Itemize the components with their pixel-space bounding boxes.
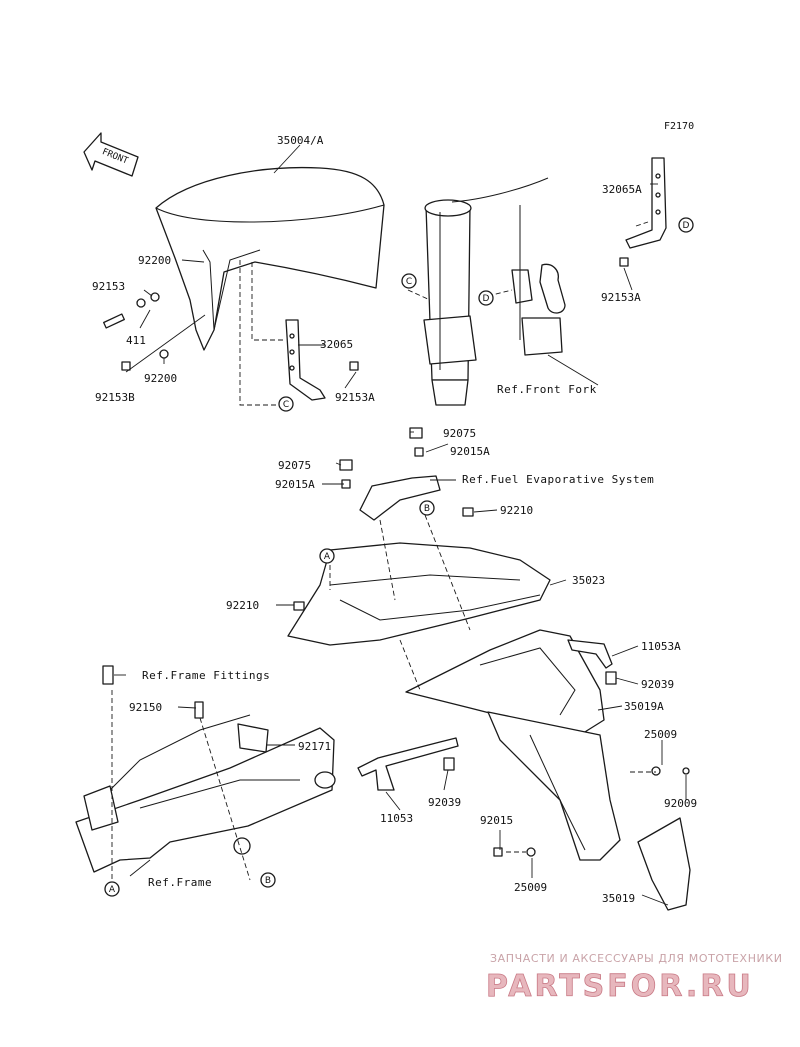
rear-hardware <box>493 766 690 857</box>
svg-text:B: B <box>265 876 271 886</box>
mud-flap <box>637 817 691 911</box>
label-32065: 32065 <box>320 338 353 351</box>
label-92200-upper: 92200 <box>138 254 171 267</box>
label-35019a: 35019A <box>624 700 664 713</box>
label-32065a: 32065A <box>602 183 642 196</box>
label-11053: 11053 <box>380 812 413 825</box>
front-fender <box>155 166 385 351</box>
callout-b-bottom: B <box>260 872 276 888</box>
label-25009-right: 25009 <box>644 728 677 741</box>
callout-c-lower: C <box>278 396 294 412</box>
watermark-brand: PARTSFOR.RU <box>486 969 754 1004</box>
label-92153b: 92153B <box>95 391 135 404</box>
label-92171: 92171 <box>298 740 331 753</box>
label-11053a: 11053A <box>641 640 681 653</box>
ref-fuel-evap: Ref.Fuel Evaporative System <box>462 473 654 486</box>
svg-text:A: A <box>324 552 331 562</box>
leader-lines <box>114 144 687 906</box>
svg-text:D: D <box>683 221 690 231</box>
svg-text:D: D <box>483 294 490 304</box>
label-92153a-right: 92153A <box>601 291 641 304</box>
label-35023: 35023 <box>572 574 605 587</box>
callout-a-top: A <box>319 548 335 564</box>
ref-frame: Ref.Frame <box>148 876 212 889</box>
label-35019: 35019 <box>602 892 635 905</box>
frame-bolts <box>102 665 204 719</box>
svg-text:C: C <box>406 277 412 287</box>
label-92015a-left: 92015A <box>275 478 315 491</box>
label-92039-right: 92039 <box>641 678 674 691</box>
rear-frame <box>75 714 336 873</box>
svg-text:C: C <box>283 400 289 410</box>
callout-d-center: D <box>478 290 494 306</box>
figure-code: F2170 <box>664 121 694 132</box>
ref-front-fork: Ref.Front Fork <box>497 383 597 396</box>
callout-a-bottom: A <box>104 881 120 897</box>
label-92075-top: 92075 <box>443 427 476 440</box>
label-92150: 92150 <box>129 701 162 714</box>
label-92039-center: 92039 <box>428 796 461 809</box>
watermark-tagline: ЗАПЧАСТИ И АКСЕССУАРЫ ДЛЯ МОТОТЕХНИКИ <box>490 952 783 965</box>
svg-text:B: B <box>424 504 430 514</box>
front-fork <box>423 177 566 406</box>
label-92200-lower: 92200 <box>144 372 177 385</box>
label-92015: 92015 <box>480 814 513 827</box>
label-92009: 92009 <box>664 797 697 810</box>
label-92153: 92153 <box>92 280 125 293</box>
bracket-32065a <box>625 157 667 249</box>
label-92153a-center: 92153A <box>335 391 375 404</box>
assembly-dashed-lines <box>111 221 656 881</box>
callout-d-right: D <box>678 217 694 233</box>
label-front-fender: 35004/A <box>277 134 324 147</box>
label-92210-left: 92210 <box>226 599 259 612</box>
label-92075-left: 92075 <box>278 459 311 472</box>
fuel-evap-bracket <box>293 427 474 611</box>
svg-text:A: A <box>109 885 116 895</box>
ref-frame-fittings: Ref.Frame Fittings <box>142 669 270 682</box>
reference-labels: Ref.Front Fork Ref.Fuel Evaporative Syst… <box>142 383 654 889</box>
bracket-32065 <box>285 319 326 401</box>
label-92015a-top: 92015A <box>450 445 490 458</box>
rear-fender <box>405 629 621 861</box>
callout-c-upper: C <box>401 273 417 289</box>
part-labels: 35004/A 32065A 92200 92153 411 32065 922… <box>92 134 697 905</box>
label-25009-bottom: 25009 <box>514 881 547 894</box>
label-92210-right: 92210 <box>500 504 533 517</box>
bracket-11053 <box>357 737 459 791</box>
watermark: ЗАПЧАСТИ И АКСЕССУАРЫ ДЛЯ МОТОТЕХНИКИ PA… <box>486 952 783 1004</box>
label-411: 411 <box>126 334 146 347</box>
front-direction-arrow-icon: FRONT <box>83 132 139 177</box>
callout-b-top: B <box>419 500 435 516</box>
front-hardware <box>103 257 629 371</box>
